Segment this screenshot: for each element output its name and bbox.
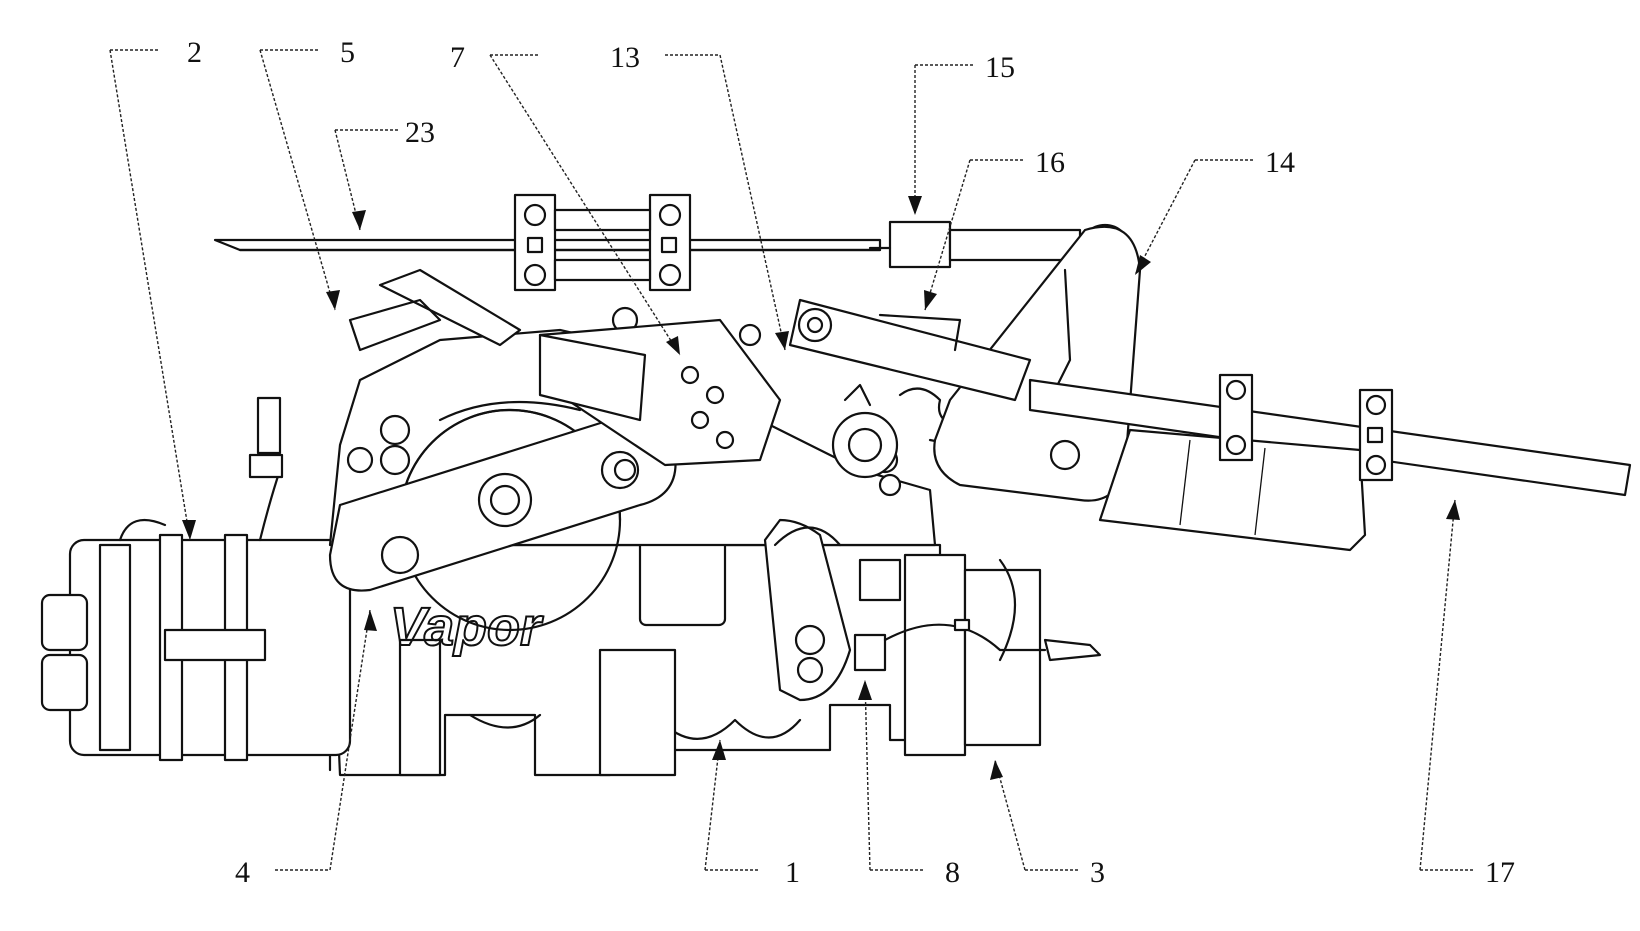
callout-7: 7: [450, 41, 465, 74]
callout-23: 23: [405, 116, 435, 149]
callout-1: 1: [785, 856, 800, 889]
callout-8: 8: [945, 856, 960, 889]
left-actuator: [42, 398, 350, 760]
callout-15: 15: [985, 51, 1015, 84]
brand-lettering: Vapor: [390, 597, 544, 657]
callout-14: 14: [1265, 146, 1295, 179]
lower-rail: [1030, 375, 1630, 550]
callout-2: 2: [187, 36, 202, 69]
callout-17: 17: [1485, 856, 1515, 889]
callout-3: 3: [1090, 856, 1105, 889]
callout-5: 5: [340, 36, 355, 69]
callout-13: 13: [610, 41, 640, 74]
top-rail: [215, 195, 880, 290]
callout-4: 4: [235, 856, 250, 889]
callout-16: 16: [1035, 146, 1065, 179]
